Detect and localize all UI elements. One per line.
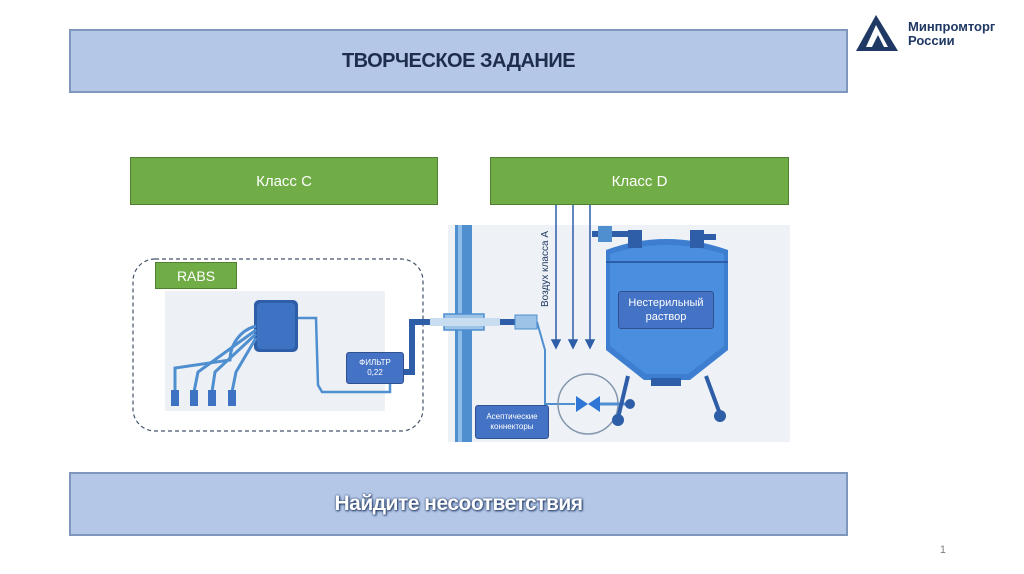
tank-line-1: Нестерильный [628, 297, 704, 309]
page-number: 1 [939, 544, 946, 556]
class-c-box: Класс С [130, 157, 438, 205]
valve-icon [576, 396, 588, 412]
needle-2 [190, 390, 198, 406]
class-c-label: Класс С [256, 172, 312, 190]
filter-line-1: ФИЛЬТР [359, 358, 391, 367]
page-title: ТВОРЧЕСКОЕ ЗАДАНИЕ [341, 49, 576, 72]
title-banner: ТВОРЧЕСКОЕ ЗАДАНИЕ [69, 29, 848, 93]
aseptic-line-2: коннекторы [490, 422, 534, 431]
rabs-tag: RABS [155, 262, 237, 289]
needle-1 [171, 390, 179, 406]
line-to-valve [536, 321, 575, 405]
filter-box: ФИЛЬТР 0,22 [346, 352, 404, 384]
footer-banner: Найдите несоответствия [69, 472, 848, 536]
tank-line-2: раствор [645, 311, 687, 323]
logo-line-2: России [908, 33, 955, 48]
class-d-box: Класс D [490, 157, 789, 205]
rabs-enclosure [132, 258, 424, 432]
air-label: Воздух класса А [540, 231, 551, 307]
aseptic-connectors-box: Асептические коннекторы [475, 405, 549, 439]
needle-4 [228, 390, 236, 406]
filter-line-2: 0,22 [367, 368, 383, 377]
wall-pipe [455, 225, 472, 442]
rabs-label: RABS [176, 267, 216, 284]
needle-3 [208, 390, 216, 406]
tank-label-box: Нестерильный раствор [618, 291, 714, 329]
footer-text: Найдите несоответствия [334, 492, 583, 515]
class-d-label: Класс D [611, 172, 668, 190]
tube-pump-filter [298, 316, 392, 394]
aseptic-line-1: Асептические [486, 412, 538, 421]
logo-line-1: Минпромторг [908, 19, 996, 34]
minpromtorg-logo-icon [856, 15, 898, 51]
logo-text: Минпромторг России [908, 20, 995, 48]
